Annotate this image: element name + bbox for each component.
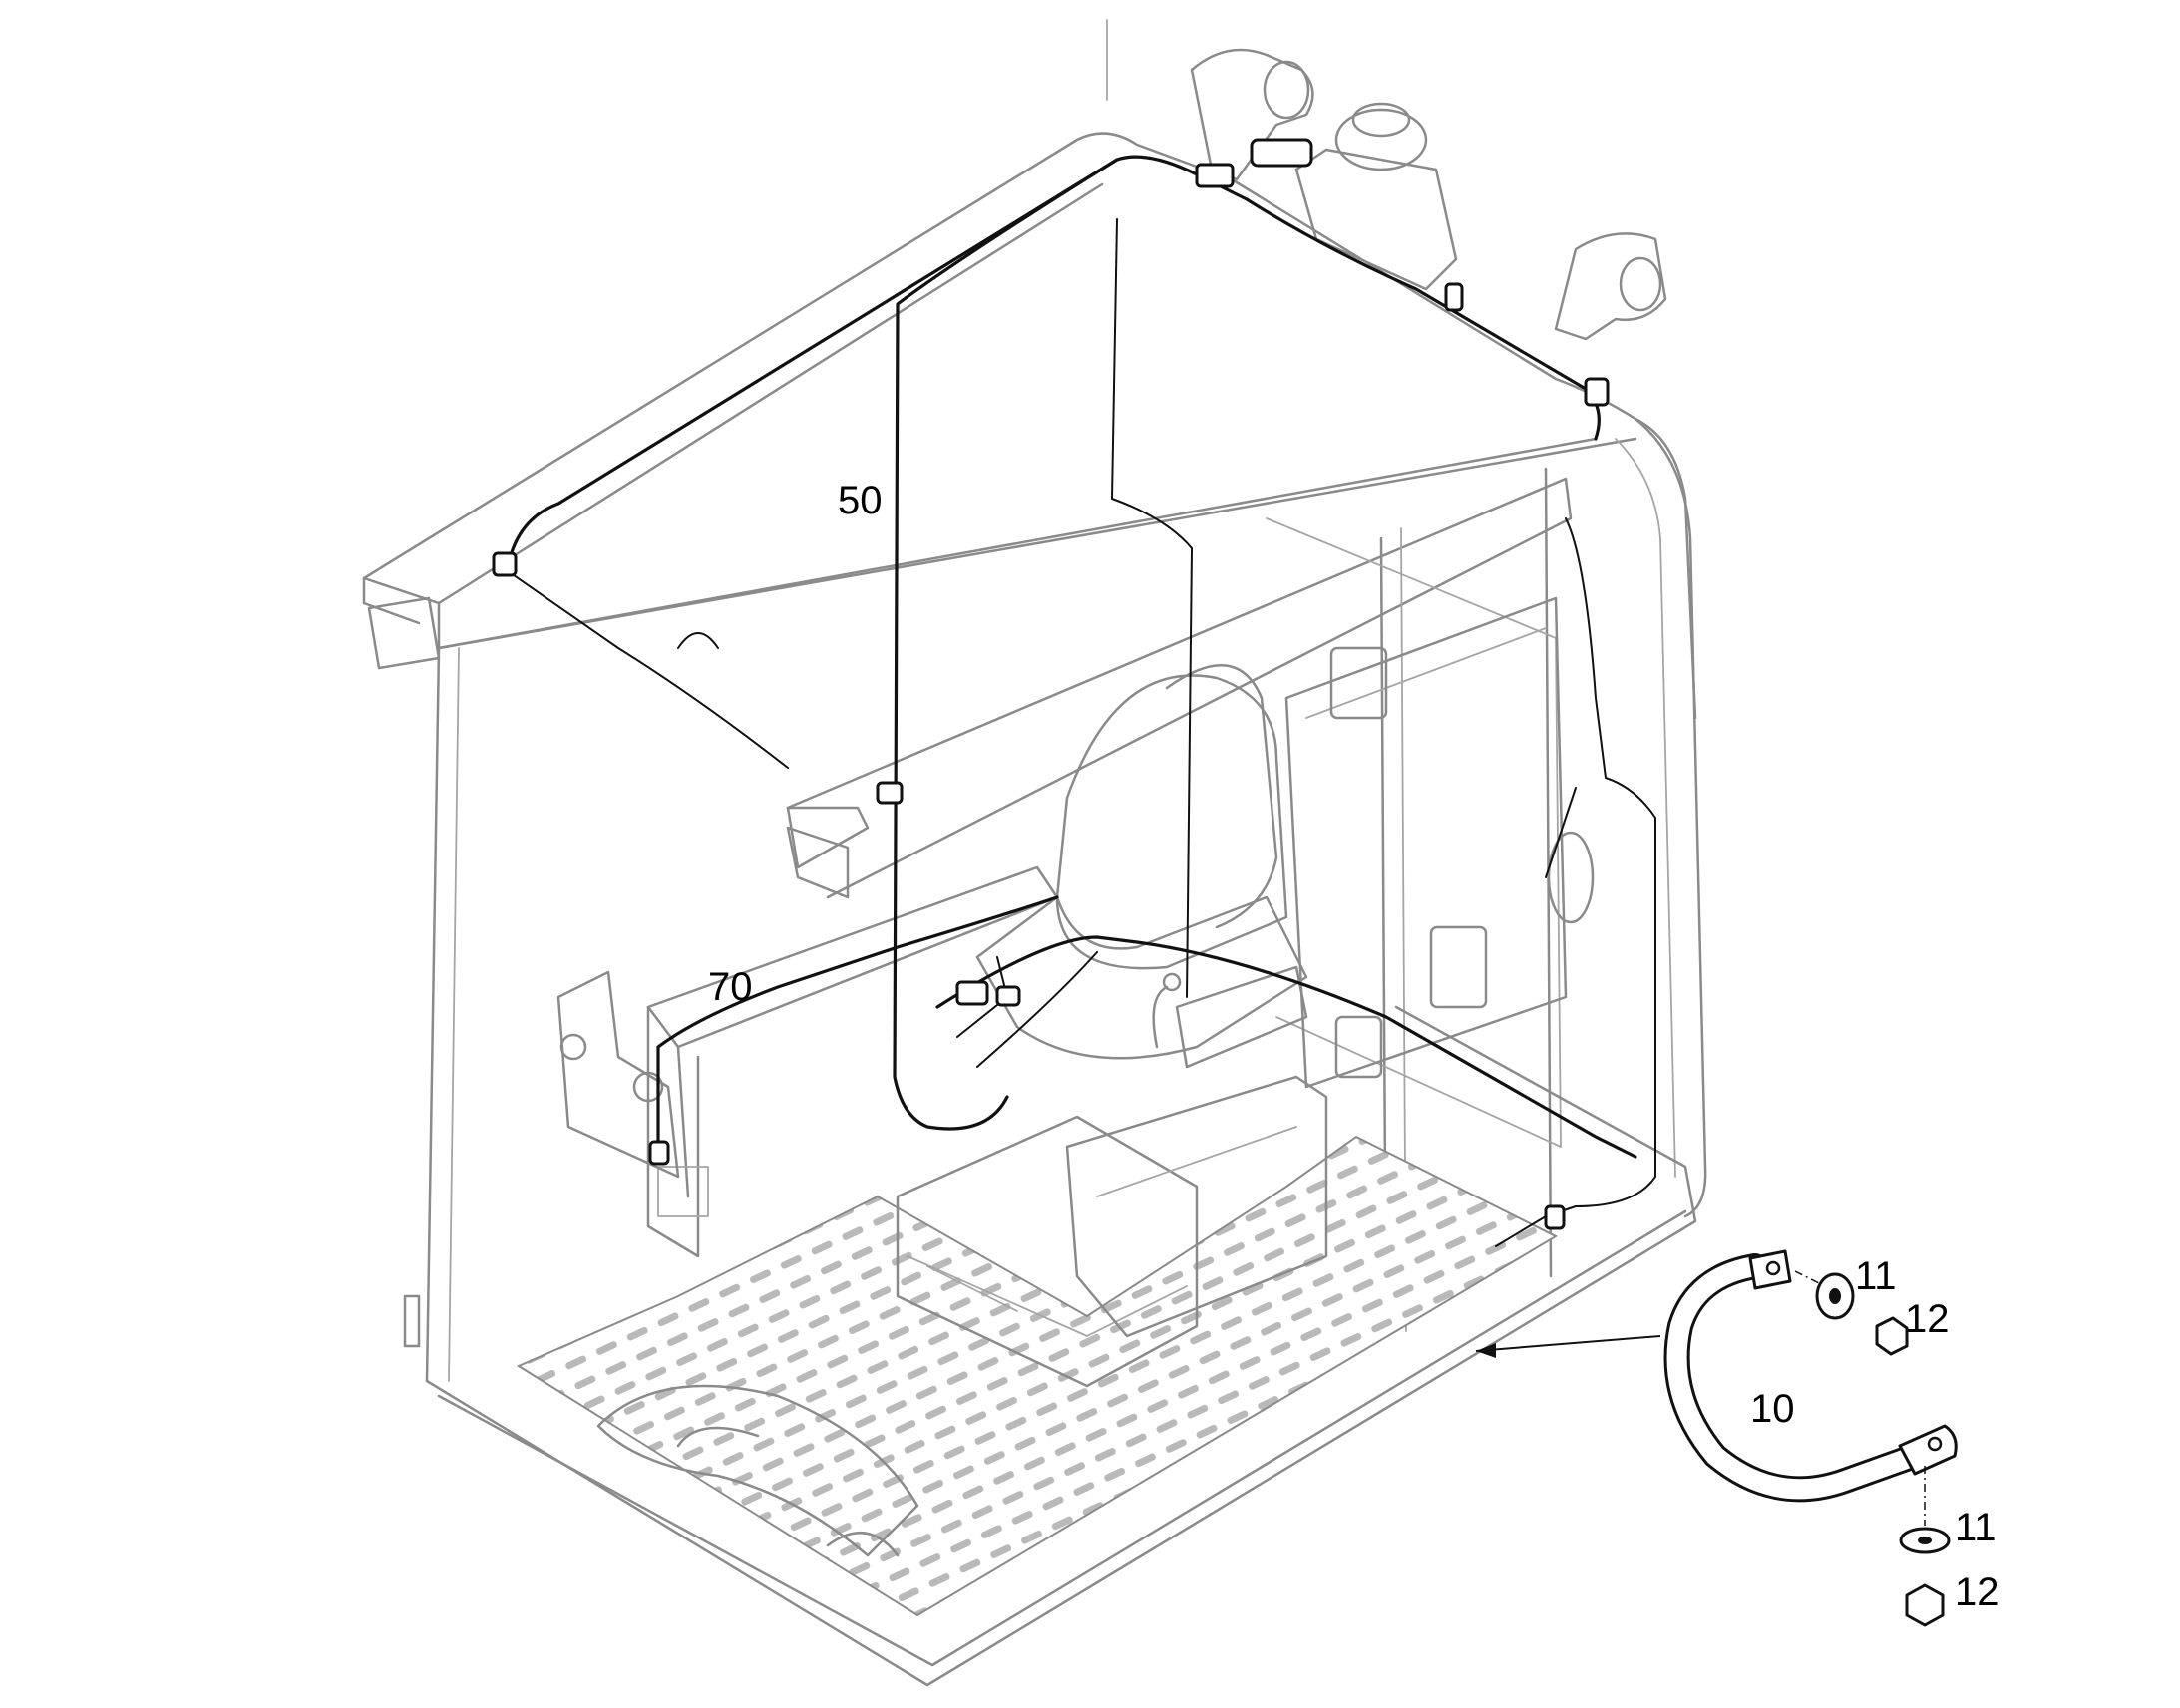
washer xyxy=(1815,1272,1951,1554)
cab-frame xyxy=(362,132,1707,1687)
callout-washer-bottom: 11 xyxy=(1955,1506,1997,1549)
work-lights xyxy=(1190,48,1667,341)
callout-harness-roof: 50 xyxy=(838,479,883,522)
callout-nut-top: 12 xyxy=(1905,1297,1950,1341)
ground-strap xyxy=(1663,1249,1958,1526)
callout-harness-console: 70 xyxy=(708,965,753,1009)
wiring-harness xyxy=(492,138,1656,1247)
callout-ground-strap: 10 xyxy=(1750,1387,1795,1431)
nut xyxy=(1875,1316,1945,1627)
operator-seat xyxy=(896,664,1328,1388)
callout-washer-top: 11 xyxy=(1855,1254,1897,1298)
leader-arrow xyxy=(1475,1335,1661,1358)
callout-nut-bottom: 12 xyxy=(1955,1570,1999,1614)
